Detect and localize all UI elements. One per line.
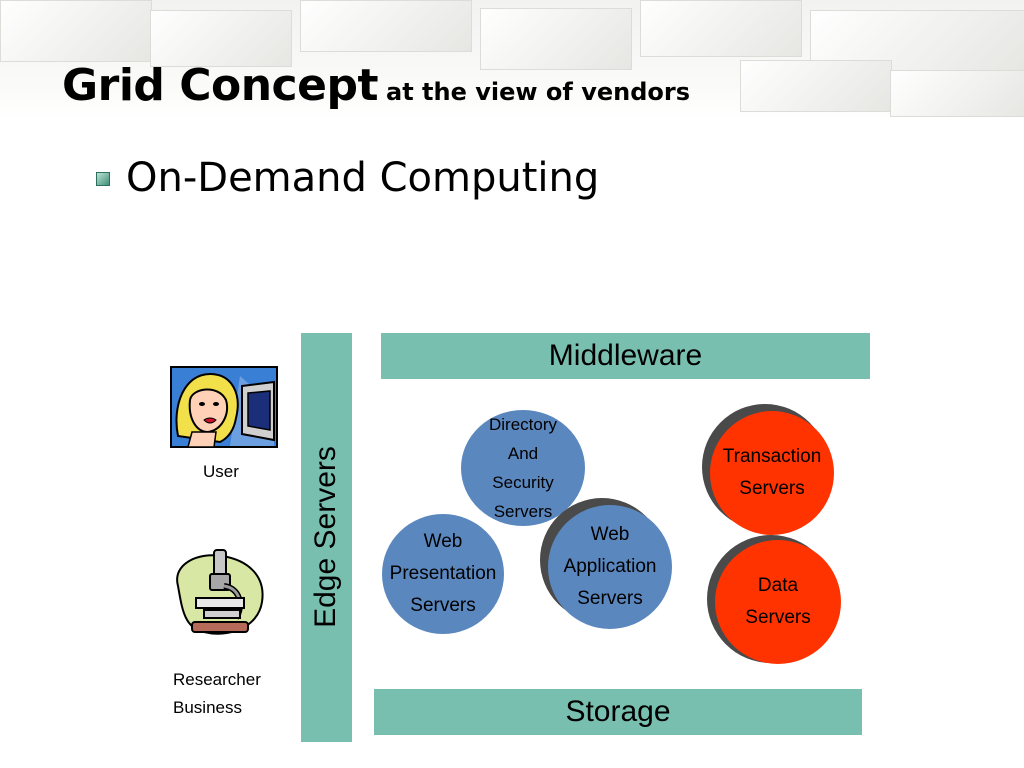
data-servers-label: Data Servers <box>745 575 811 628</box>
transaction-servers-label: Transaction Servers <box>722 446 822 499</box>
user-clipart-icon <box>170 366 278 448</box>
directory-security-servers-label: Directory And Security Servers <box>488 415 557 521</box>
header-background <box>0 0 1024 120</box>
microscope-clipart-icon <box>168 546 268 638</box>
edge-servers-label: Edge Servers <box>309 446 342 628</box>
directory-security-servers-circle: Directory And Security Servers <box>461 410 585 526</box>
bullet-icon <box>96 172 110 186</box>
web-application-servers-circle: Web Application Servers <box>548 505 672 629</box>
storage-label: Storage <box>565 695 671 728</box>
web-presentation-servers-circle: Web Presentation Servers <box>382 514 504 634</box>
transaction-servers-circle: Transaction Servers <box>710 411 834 535</box>
user-label: User <box>203 462 239 481</box>
bullet-text: On-Demand Computing <box>126 155 600 201</box>
web-presentation-servers-label: Web Presentation Servers <box>389 531 497 616</box>
title-subtitle: at the view of vendors <box>386 78 690 106</box>
storage-bar: Storage <box>374 689 862 735</box>
edge-servers-bar <box>301 333 352 742</box>
researcher-business-label: Researcher Business <box>173 670 261 717</box>
data-servers-circle: Data Servers <box>715 540 841 664</box>
middleware-label: Middleware <box>548 339 703 372</box>
middleware-bar: Middleware <box>381 333 870 379</box>
web-application-servers-label: Web Application Servers <box>563 524 657 609</box>
title-main: Grid Concept <box>62 60 379 111</box>
